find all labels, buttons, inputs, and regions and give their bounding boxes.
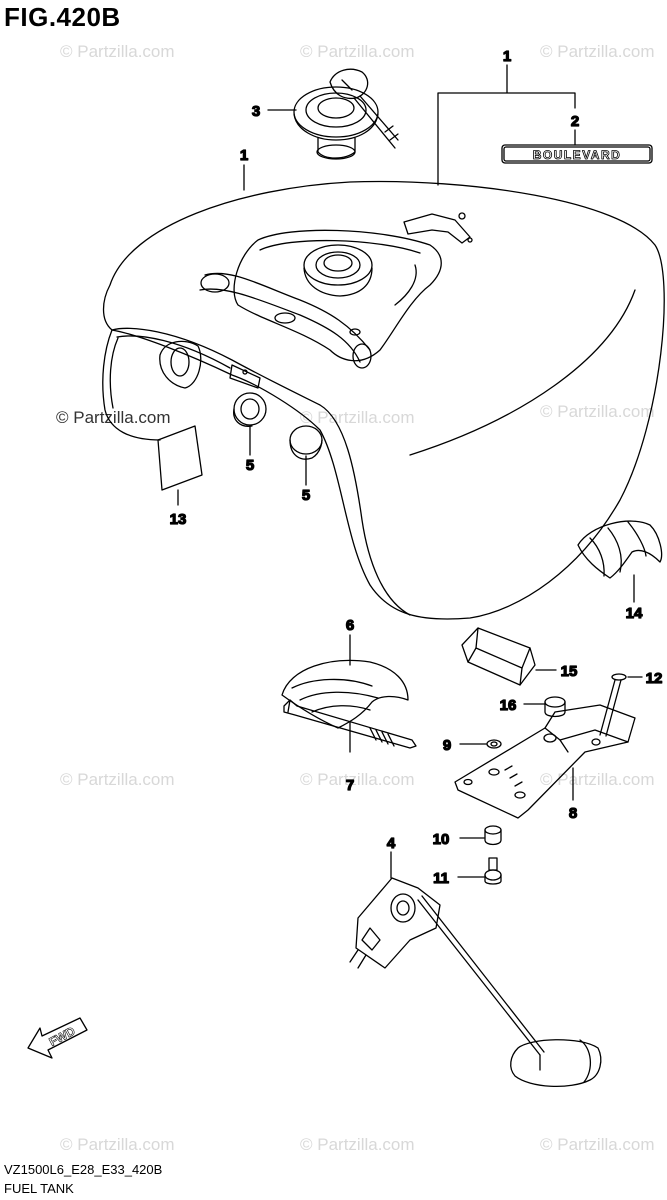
cushion-block [461, 627, 536, 686]
callout-8: 8 [569, 805, 577, 822]
fuel-cap [293, 68, 399, 160]
tank-cushion-rear [577, 520, 663, 579]
callout-11: 11 [433, 870, 449, 887]
callout-15: 15 [561, 663, 578, 680]
grommet [233, 392, 267, 427]
watermark: © Partzilla.com [60, 1135, 175, 1154]
callout-2: 2 [571, 113, 579, 130]
watermark-feature: © Partzilla.com [56, 408, 171, 427]
figure-title: FIG.420B [4, 2, 121, 32]
callout-4: 4 [387, 835, 396, 852]
forward-arrow [27, 1017, 88, 1059]
leader-lines [177, 64, 643, 879]
callout-6: 6 [346, 617, 354, 634]
bracket-cushion [484, 825, 502, 846]
callout-7: 7 [346, 777, 354, 794]
rubber-cushion [544, 696, 566, 718]
boulevard-badge [501, 144, 653, 164]
fuel-level-gauge [349, 877, 602, 1088]
grommet [289, 425, 323, 460]
callout-numbers: 1 1 2 3 4 5 5 6 7 8 9 10 11 12 13 14 15 … [169, 47, 663, 887]
callout-1: 1 [503, 48, 511, 65]
callout-5: 5 [302, 487, 310, 504]
callout-3: 3 [252, 103, 260, 120]
callout-16: 16 [500, 697, 517, 714]
callout-12: 12 [646, 670, 663, 687]
callout-10: 10 [433, 831, 450, 848]
badge-text: BOULEVARD [533, 148, 622, 162]
watermark: © Partzilla.com [60, 770, 175, 789]
callout-5: 5 [246, 457, 254, 474]
watermark: © Partzilla.com [300, 1135, 415, 1154]
bolt [599, 673, 627, 737]
caution-label [157, 425, 203, 491]
bracket-bolt [484, 857, 502, 885]
callout-9: 9 [443, 737, 451, 754]
watermark: © Partzilla.com [540, 42, 655, 61]
watermark: © Partzilla.com [300, 770, 415, 789]
watermark: © Partzilla.com [300, 42, 415, 61]
figure-caption: FUEL TANK [4, 1181, 74, 1196]
cable-tie [283, 699, 417, 749]
watermark: © Partzilla.com [540, 402, 655, 421]
watermark: © Partzilla.com [60, 42, 175, 61]
fuel-tank [102, 180, 665, 620]
model-code: VZ1500L6_E28_E33_420B [4, 1162, 163, 1177]
watermark: © Partzilla.com [540, 770, 655, 789]
tank-cushion-front [281, 659, 409, 729]
callout-14: 14 [626, 605, 643, 622]
fuel-tank-bracket [454, 704, 636, 819]
callout-13: 13 [170, 511, 187, 528]
washer [486, 739, 502, 749]
callout-1: 1 [240, 147, 248, 164]
watermark: © Partzilla.com [540, 1135, 655, 1154]
